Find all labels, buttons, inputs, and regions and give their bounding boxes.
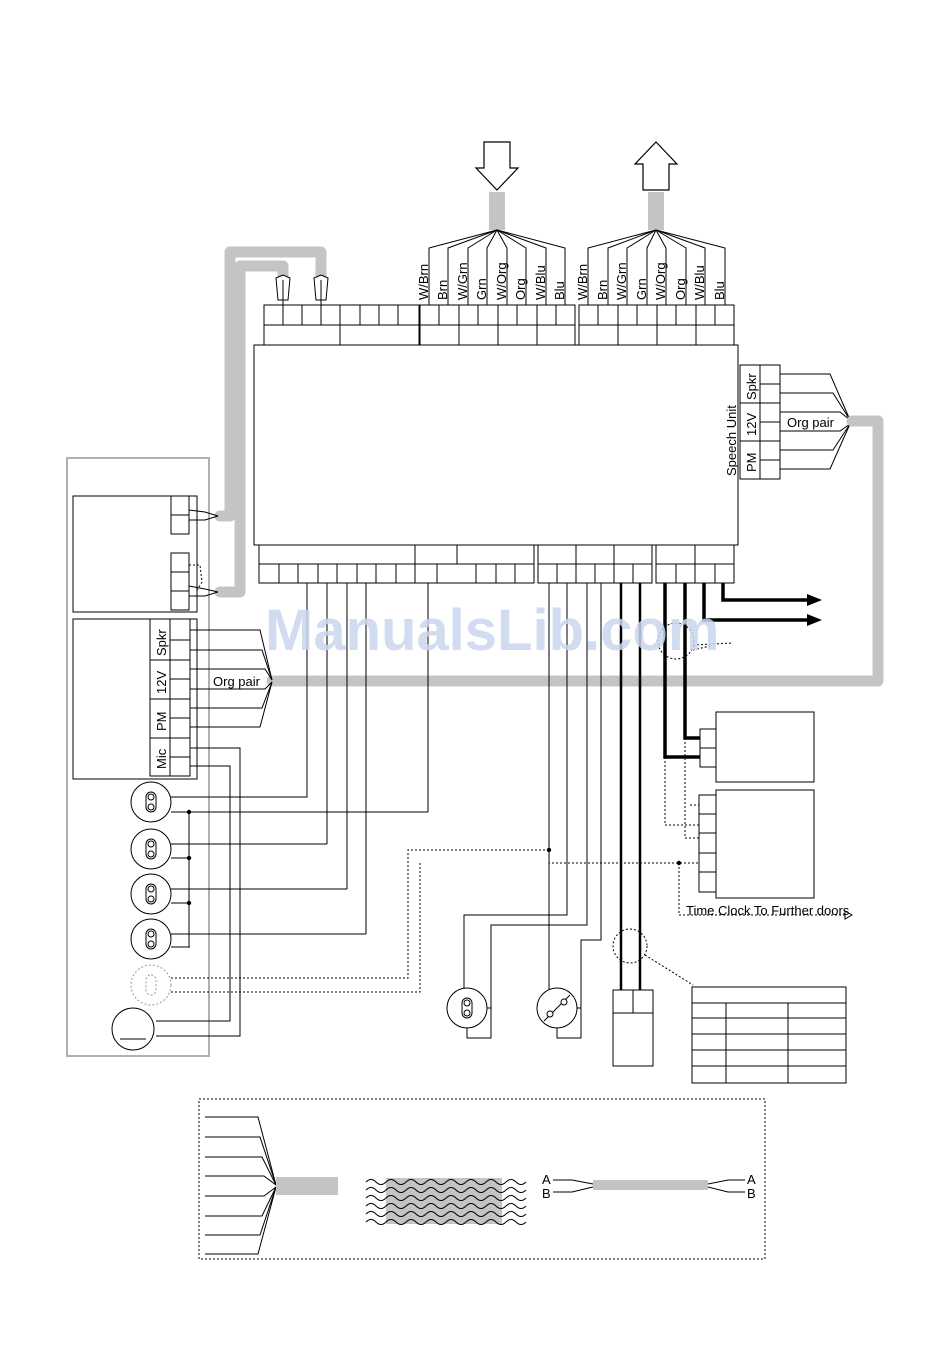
push-button <box>131 829 171 869</box>
org-pair-label: Org pair <box>213 674 261 689</box>
terminal-label: W/Blu <box>533 265 548 300</box>
key-switch <box>537 988 577 1028</box>
terminal-label: Grn <box>634 278 649 300</box>
optional-push-button <box>131 965 171 1005</box>
terminal-label: W/Org <box>494 262 509 300</box>
callout-leader <box>645 955 693 985</box>
terminal-label: W/Brn <box>416 264 431 300</box>
panel-terminal: Spkr <box>154 629 169 656</box>
legend-twisted-bundle <box>366 1178 526 1225</box>
pair-end-label: B <box>747 1186 756 1201</box>
terminal-label: Blu <box>712 281 727 300</box>
legend-cable <box>276 1177 338 1195</box>
push-button <box>131 874 171 914</box>
plug-connectors <box>276 275 328 305</box>
terminal-label: W/Org <box>653 262 668 300</box>
watermark: ManualsLib.com <box>265 598 719 663</box>
panel-terminal: Mic <box>154 748 169 769</box>
speaker-icon <box>112 1008 154 1050</box>
terminal-label: Org <box>673 278 688 300</box>
terminal-label: Brn <box>435 280 450 300</box>
pair-end-label: B <box>542 1186 551 1201</box>
push-button <box>131 782 171 822</box>
org-pair-label: Org pair <box>787 415 835 430</box>
left-upper-device <box>73 496 218 612</box>
terminal-label: Grn <box>474 278 489 300</box>
panel-terminal: 12V <box>154 671 169 694</box>
terminal-label: W/Grn <box>614 262 629 300</box>
junction-dots <box>187 810 681 905</box>
terminal-label: Org <box>513 278 528 300</box>
speech-unit-terminal: PM <box>744 453 759 473</box>
legend-cable-fan <box>205 1117 276 1254</box>
incoming-cable-arrow <box>476 142 518 230</box>
top-terminal-strip <box>264 305 734 345</box>
terminal-label: W/Blu <box>692 265 707 300</box>
left-panel: Spkr 12V PM Mic <box>73 619 197 779</box>
right-device-upper <box>700 712 814 782</box>
legend-twisted-pair: A B A B <box>542 1172 756 1201</box>
dotted-wiring <box>171 850 549 992</box>
outgoing-cable-arrow <box>635 142 677 230</box>
pair-end-label: A <box>747 1172 756 1187</box>
time-clock-label: Time Clock To Further doors <box>686 903 850 918</box>
right-terminal-labels: W/Brn Brn W/Grn Grn W/Org Org W/Blu Blu <box>575 262 727 300</box>
terminal-label: W/Brn <box>575 264 590 300</box>
right-device-lower <box>699 790 814 898</box>
callout-circle <box>613 929 647 963</box>
main-controller <box>254 345 738 545</box>
speech-unit-title: Speech Unit <box>724 405 739 476</box>
left-terminal-labels: W/Brn Brn W/Grn Grn W/Org Org W/Blu Blu <box>416 262 567 300</box>
speech-unit-terminal: 12V <box>744 413 759 436</box>
bottom-terminal-strip <box>259 545 734 583</box>
pair-end-label: A <box>542 1172 551 1187</box>
terminal-label: Blu <box>552 281 567 300</box>
push-button <box>131 919 171 959</box>
speech-unit-terminal: Spkr <box>744 373 759 400</box>
push-button <box>447 988 487 1028</box>
panel-terminal: PM <box>154 712 169 732</box>
terminal-label: W/Grn <box>455 262 470 300</box>
terminal-table <box>692 987 846 1083</box>
terminal-label: Brn <box>595 280 610 300</box>
